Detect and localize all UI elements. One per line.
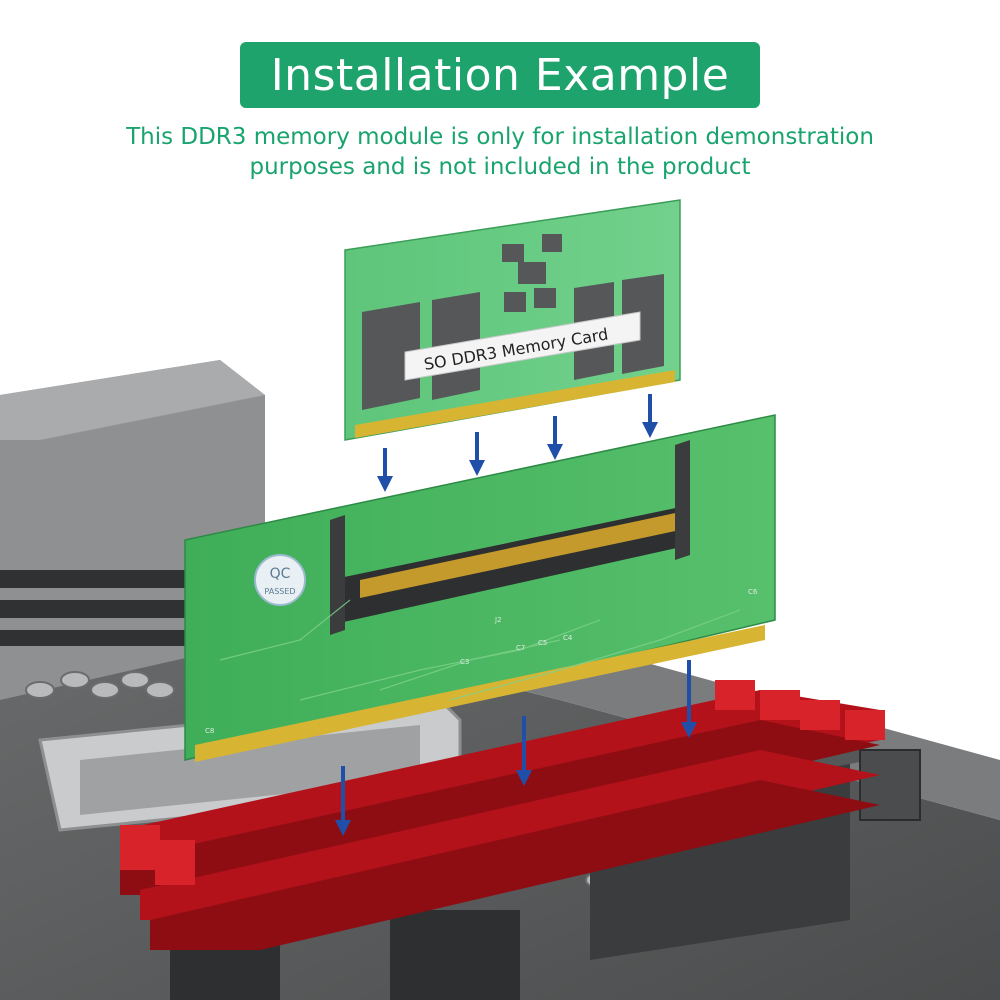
ref-c6: C6 <box>748 588 758 596</box>
arrow-down-icon <box>681 660 697 738</box>
arrow-down-icon <box>516 716 532 786</box>
arrow-down-icon <box>469 432 485 476</box>
subtitle: This DDR3 memory module is only for inst… <box>0 122 1000 182</box>
passed-label: PASSED <box>264 587 295 596</box>
arrow-down-icon <box>547 416 563 460</box>
dimm-slots <box>120 680 885 950</box>
ddr3-memory-module: SO DDR3 Memory Card <box>344 199 681 441</box>
arrow-down-icon <box>642 394 658 438</box>
qc-label: QC <box>270 566 291 582</box>
page-title: Installation Example <box>270 49 730 101</box>
subtitle-line-2: purposes and is not included in the prod… <box>249 154 751 180</box>
ref-c4: C4 <box>563 634 573 642</box>
subtitle-line-1: This DDR3 memory module is only for inst… <box>126 124 874 150</box>
arrow-down-icon <box>377 448 393 492</box>
installation-arrows <box>335 394 697 836</box>
arrow-down-icon <box>335 766 351 836</box>
ref-c7: C7 <box>516 644 525 652</box>
dimm-adapter-board: QC PASSED J2 C3 C4 C5 C6 C7 C8 <box>184 414 776 762</box>
ref-c3: C3 <box>460 658 469 666</box>
ref-c5: C5 <box>538 639 547 647</box>
ref-c8: C8 <box>205 727 214 735</box>
title-banner: Installation Example <box>240 42 760 108</box>
ref-j2: J2 <box>494 616 502 624</box>
